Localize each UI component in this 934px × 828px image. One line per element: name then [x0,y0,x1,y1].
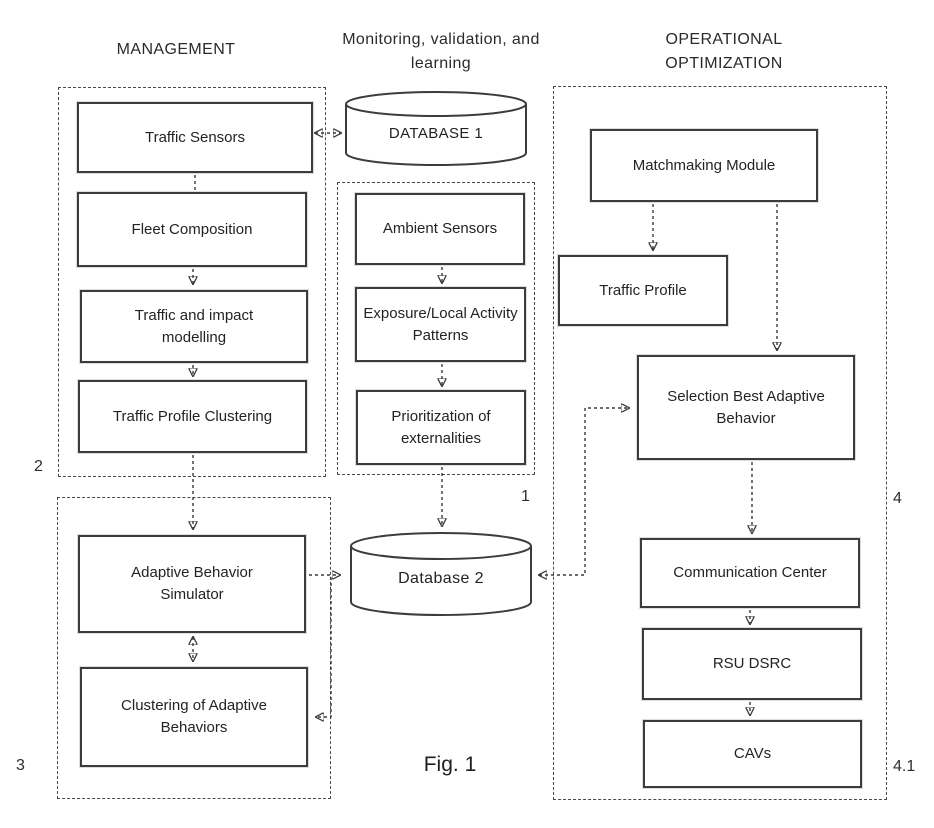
monitoring-group-box [337,182,535,475]
node-traffic-impact-modelling: Traffic and impact modelling [80,290,308,363]
node-rsu-dsrc: RSU DSRC [642,628,862,700]
database-1-label: DATABASE 1 [388,125,484,142]
node-exposure-local-activity: Exposure/Local Activity Patterns [355,287,526,362]
node-traffic-sensors: Traffic Sensors [77,102,313,173]
database-2-shape [350,532,532,616]
operational-title-line2: OPTIMIZATION [665,55,783,72]
node-clustering-adaptive-behaviors: Clustering of Adaptive Behaviors [80,667,308,767]
node-traffic-profile: Traffic Profile [558,255,728,326]
monitoring-section-title: Monitoring, validation, and learning [330,28,552,76]
database-2-label: Database 2 [398,570,484,587]
ref-label-4-1: 4.1 [893,758,916,775]
ref-label-1: 1 [521,488,530,505]
ref-label-4: 4 [893,490,902,507]
management-section-title: MANAGEMENT [116,41,236,58]
node-fleet-composition: Fleet Composition [77,192,307,267]
monitoring-title-line2: learning [410,55,472,72]
node-matchmaking-module: Matchmaking Module [590,129,818,202]
figure-caption: Fig. 1 [423,753,477,776]
monitoring-title-line1: Monitoring, validation, and [342,31,540,48]
ref-label-2: 2 [34,458,43,475]
node-adaptive-behavior-simulator: Adaptive Behavior Simulator [78,535,306,633]
node-communication-center: Communication Center [640,538,860,608]
node-ambient-sensors: Ambient Sensors [355,193,525,265]
database-2-cylinder: Database 2 [350,531,532,617]
management-group-box [58,87,326,477]
node-prioritization-externalities: Prioritization of externalities [356,390,526,465]
operational-section-title: OPERATIONAL OPTIMIZATION [614,28,834,76]
database-1-shape [345,91,527,166]
ref-label-3: 3 [16,757,25,774]
database-1-cylinder: DATABASE 1 [345,90,527,167]
node-selection-best-adaptive-behavior: Selection Best Adaptive Behavior [637,355,855,460]
node-traffic-profile-clustering: Traffic Profile Clustering [78,380,307,453]
operational-title-line1: OPERATIONAL [665,31,783,48]
node-cavs: CAVs [643,720,862,788]
